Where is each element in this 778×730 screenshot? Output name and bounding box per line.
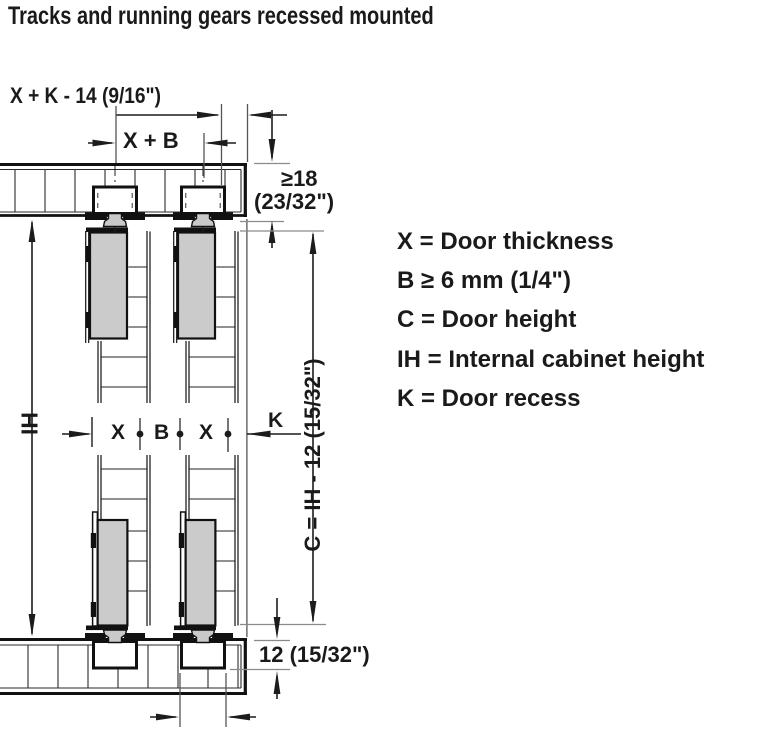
dim-bottom-track-width — [150, 673, 256, 727]
legend-item-internal-height: IH = Internal cabinet height — [397, 346, 705, 373]
dim-label-x-front: X — [199, 421, 214, 444]
dim-label-top-offset: X + K - 14 (9/16") — [10, 83, 161, 108]
legend-item-door-recess: K = Door recess — [397, 385, 581, 412]
page-title: Tracks and running gears recessed mounte… — [8, 2, 434, 30]
dim-label-panel-min: ≥18 — [281, 166, 318, 191]
dim-label-x-back: X — [111, 421, 126, 444]
dim-door-pitch — [88, 139, 236, 147]
dim-label-bottom-depth: 12 (15/32") — [259, 642, 370, 667]
dim-label-panel-min-inch: (23/32") — [254, 189, 335, 214]
legend-item-door-height: C = Door height — [397, 306, 577, 333]
dim-door-height — [240, 230, 326, 626]
top-track-front — [171, 164, 235, 235]
dim-label-b-gap: B — [154, 421, 170, 444]
dim-label-door-height: C = IH - 12 (15/32") — [300, 358, 325, 552]
dim-label-k-recess: K — [268, 409, 284, 432]
dim-bottom-track-depth — [230, 598, 290, 699]
dim-panel-thickness — [240, 110, 290, 248]
bottom-track-front — [171, 628, 235, 670]
dim-label-internal-height: IH — [16, 412, 43, 435]
bottom-track-back — [83, 628, 147, 670]
legend-item-gap-b: B ≥ 6 mm (1/4") — [397, 267, 571, 294]
dim-label-door-pitch: X + B — [123, 128, 179, 153]
dim-internal-height — [28, 219, 36, 637]
top-track-back — [83, 164, 147, 235]
dim-xbxk-row — [62, 417, 301, 452]
legend-item-door-thickness: X = Door thickness — [397, 228, 614, 255]
